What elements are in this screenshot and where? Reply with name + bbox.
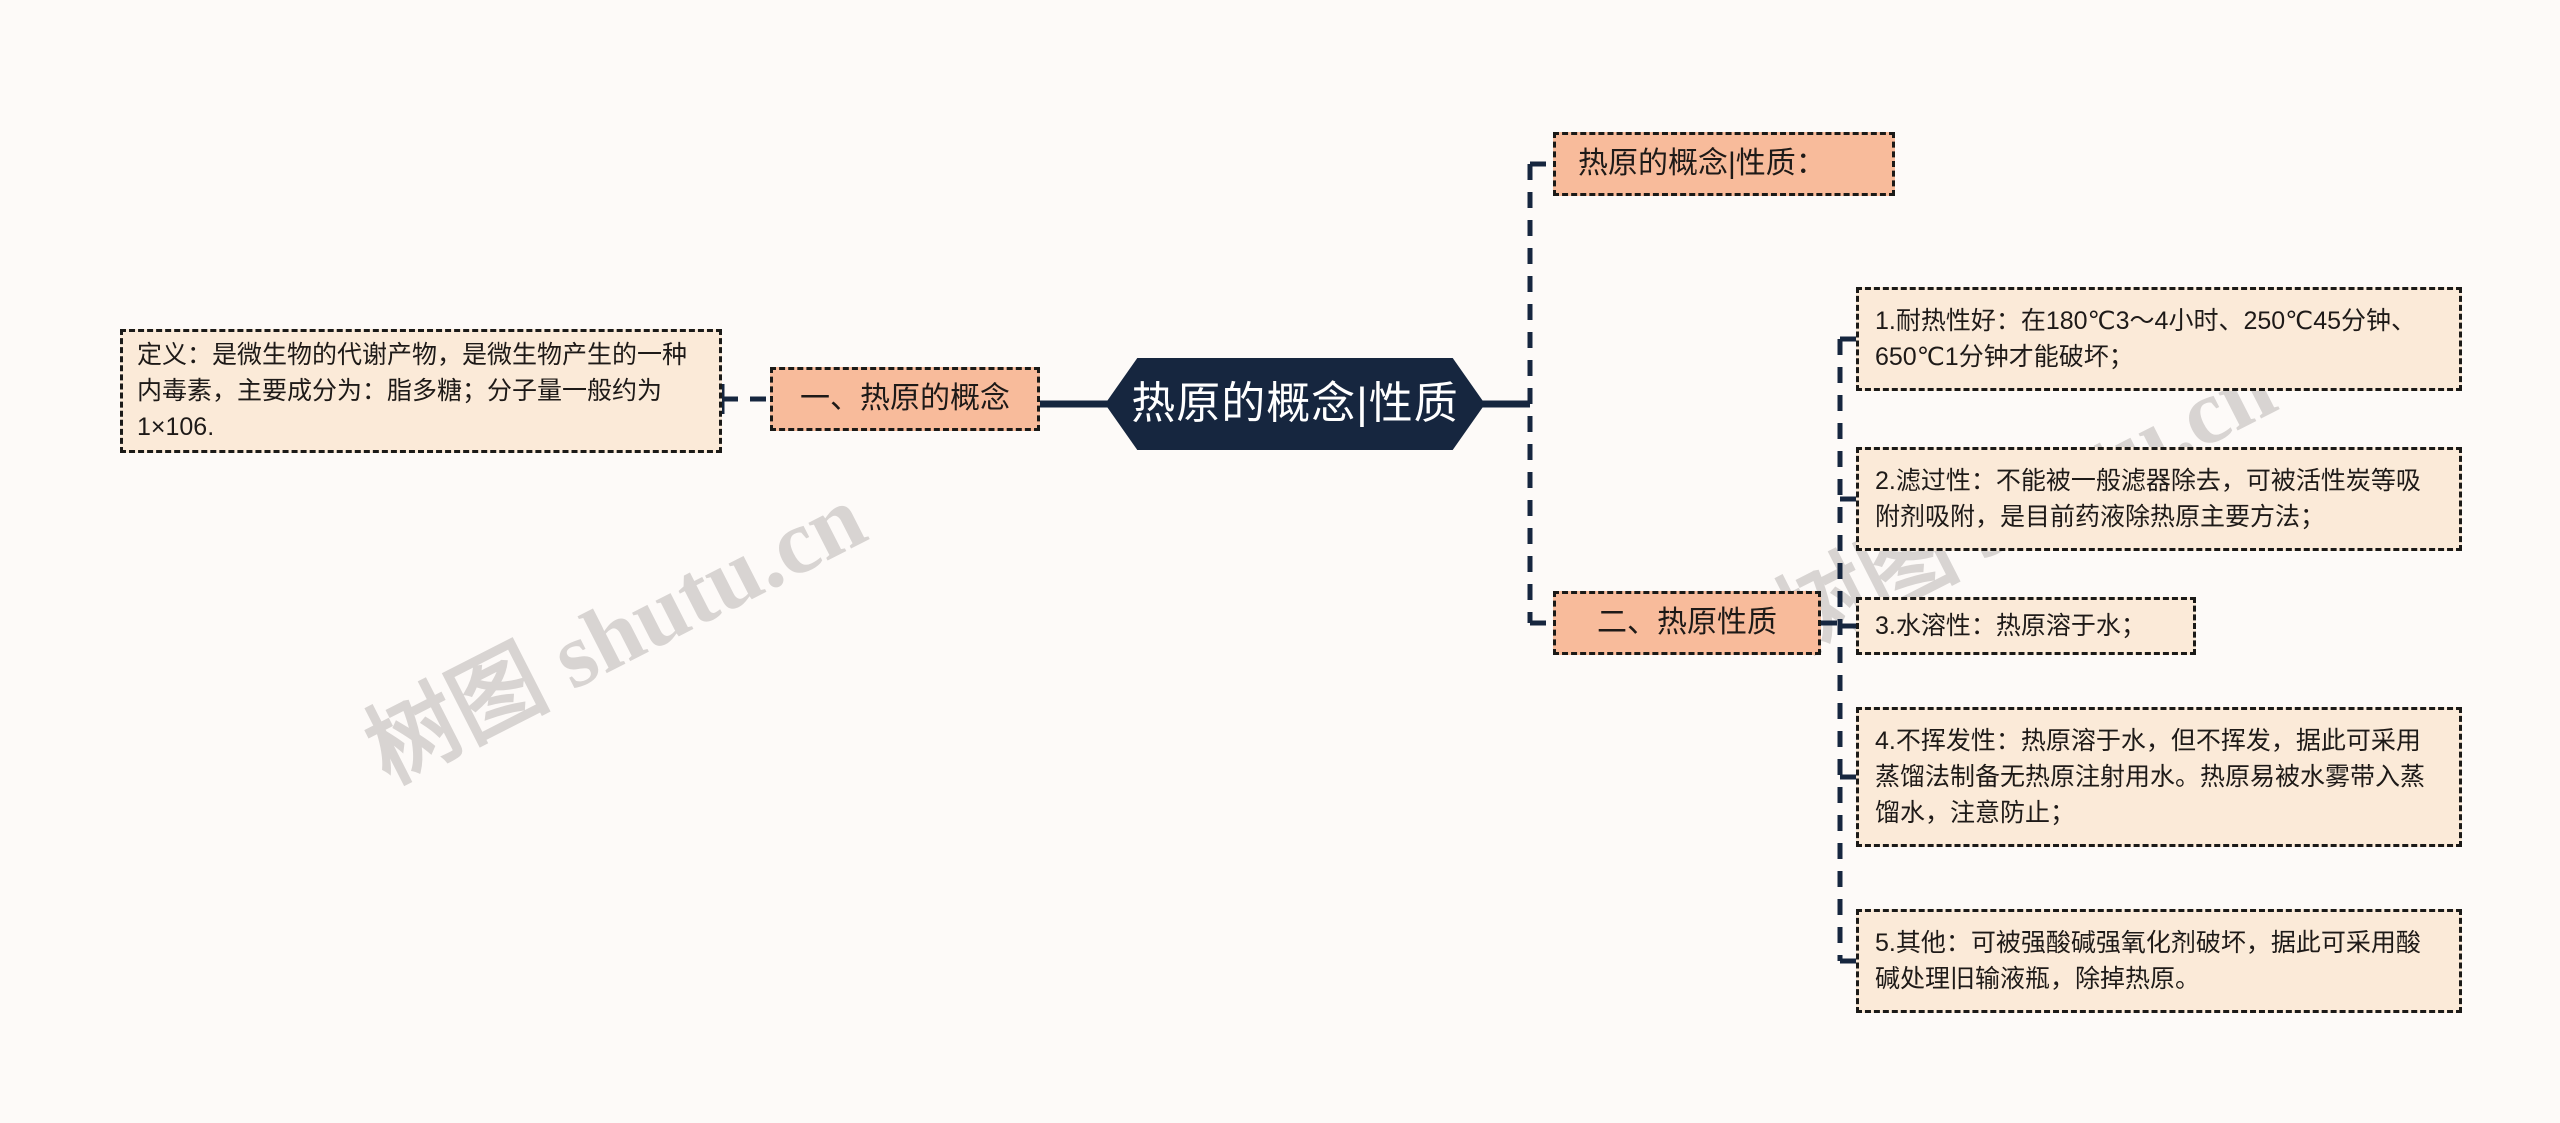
leaf-node[interactable]: 1.耐热性好：在180℃3～4小时、250℃45分钟、650℃1分钟才能破坏； [1856,287,2462,391]
leaf-node-text: 5.其他：可被强酸碱强氧化剂破坏，据此可采用酸碱处理旧输液瓶，除掉热原。 [1875,928,2421,993]
watermark-left: 树图 shutu.cn [350,465,881,803]
definition-box[interactable]: 定义：是微生物的代谢产物，是微生物产生的一种内毒素，主要成分为：脂多糖；分子量一… [120,329,722,453]
branch-node-concept-label: 一、热原的概念 [800,382,1010,416]
branch-node-title-label: 热原的概念|性质： [1578,147,1826,181]
leaf-node-text: 4.不挥发性：热原溶于水，但不挥发，据此可采用蒸馏法制备无热原注射用水。热原易被… [1875,726,2426,828]
root-node-label: 热原的概念|性质 [1131,379,1459,429]
leaf-node-text: 3.水溶性：热原溶于水； [1875,611,2146,640]
leaf-node[interactable]: 2.滤过性：不能被一般滤器除去，可被活性炭等吸附剂吸附，是目前药液除热原主要方法… [1856,447,2462,551]
definition-text: 定义：是微生物的代谢产物，是微生物产生的一种内毒素，主要成分为：脂多糖；分子量一… [137,340,688,442]
branch-node-properties-label: 二、热原性质 [1597,606,1777,640]
leaf-node[interactable]: 3.水溶性：热原溶于水； [1856,597,2196,655]
branch-node-properties[interactable]: 二、热原性质 [1553,591,1821,655]
leaf-node-text: 2.滤过性：不能被一般滤器除去，可被活性炭等吸附剂吸附，是目前药液除热原主要方法… [1875,466,2421,531]
leaf-node[interactable]: 4.不挥发性：热原溶于水，但不挥发，据此可采用蒸馏法制备无热原注射用水。热原易被… [1856,707,2462,847]
branch-node-title[interactable]: 热原的概念|性质： [1553,132,1895,196]
leaf-node[interactable]: 5.其他：可被强酸碱强氧化剂破坏，据此可采用酸碱处理旧输液瓶，除掉热原。 [1856,909,2462,1013]
root-node[interactable]: 热原的概念|性质 [1105,358,1485,450]
branch-node-concept[interactable]: 一、热原的概念 [770,367,1040,431]
leaf-node-text: 1.耐热性好：在180℃3～4小时、250℃45分钟、650℃1分钟才能破坏； [1875,306,2417,371]
